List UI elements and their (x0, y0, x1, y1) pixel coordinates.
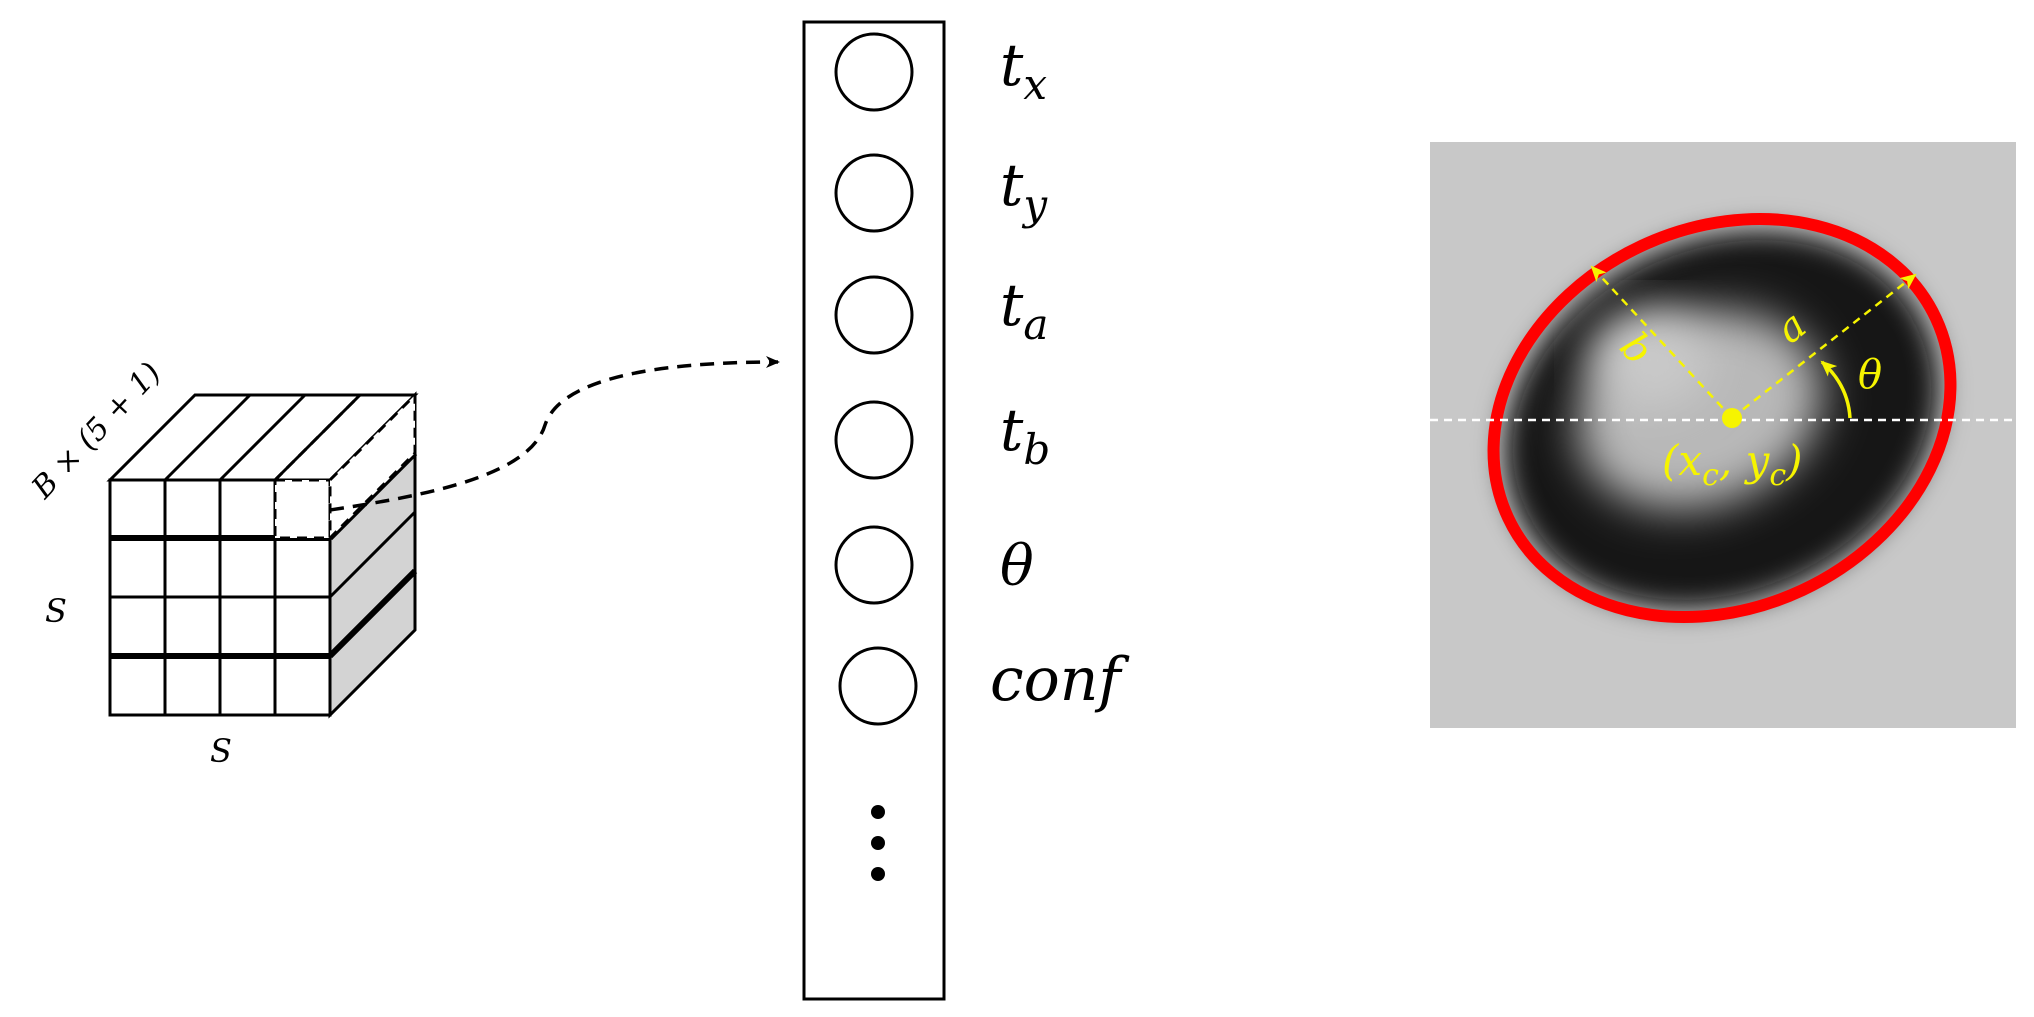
label-theta: θ (1000, 534, 1034, 599)
height-label: S (45, 592, 67, 630)
label-tx: tx (1000, 31, 1047, 109)
output-vector-box (802, 20, 946, 1001)
highlighted-cell (273, 391, 417, 542)
label-ty: ty (1000, 151, 1048, 229)
node-ty (834, 153, 914, 233)
label-conf: conf (990, 645, 1130, 715)
vector-nodes (834, 32, 918, 726)
node-conf (838, 646, 918, 726)
label-tb: tb (1000, 396, 1050, 474)
width-label: S (210, 732, 232, 770)
center-point (1722, 408, 1742, 428)
node-ta (834, 275, 914, 355)
node-tx (834, 32, 914, 112)
vector-labels: tx ty ta tb θ conf (990, 31, 1130, 715)
node-theta (834, 525, 914, 605)
ellipsis-dots (871, 805, 885, 881)
angle-label: θ (1858, 352, 1882, 398)
angle-arc (1820, 360, 1852, 419)
connector-arrow (329, 356, 780, 512)
label-ta: ta (1000, 271, 1048, 349)
axis-b-arrow (1590, 265, 1733, 419)
axis-a-arrow (1731, 273, 1917, 419)
fitted-ellipse (1487, 213, 1957, 623)
ellipse-figure: a b θ (xc, yc) (1430, 142, 2016, 728)
grid-tensor-cube (106, 391, 419, 719)
center-label: (xc, yc) (1662, 436, 1803, 493)
node-tb (834, 400, 914, 480)
